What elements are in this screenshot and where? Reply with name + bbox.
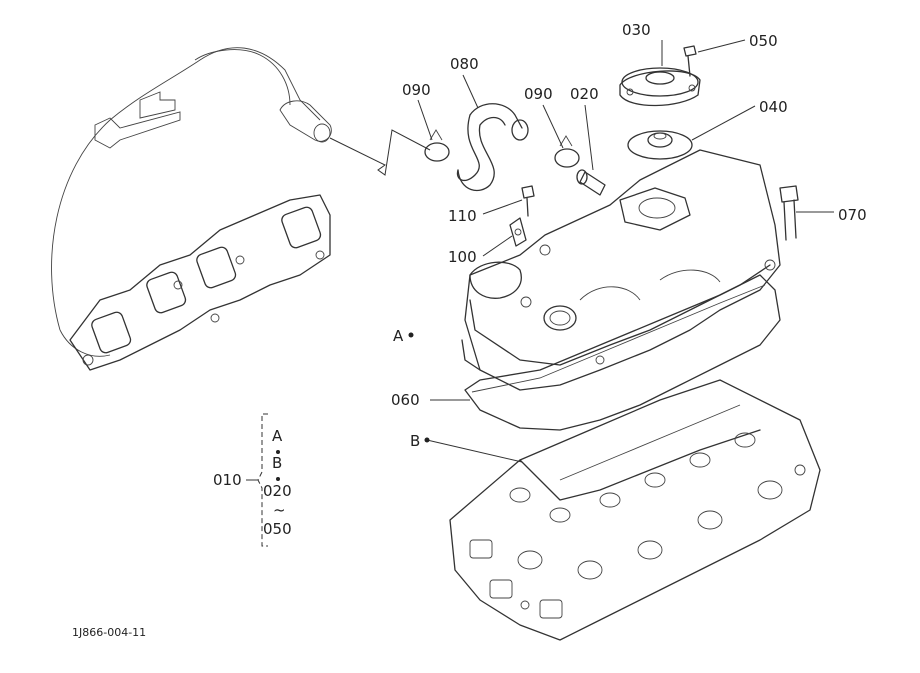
kit-dot-2 — [276, 477, 280, 481]
callout-040: 040 — [759, 98, 788, 116]
drawing-code: 1J866-004-11 — [72, 626, 146, 639]
cylinder-head — [449, 379, 821, 641]
breather-pipe — [576, 169, 606, 196]
valve-cover — [461, 149, 781, 391]
breather-cover — [619, 67, 701, 107]
callout-050: 050 — [749, 32, 778, 50]
bolt-050 — [683, 45, 697, 77]
kit-item-b: B — [272, 454, 282, 472]
callout-070: 070 — [838, 206, 867, 224]
kit-item-020: 020 — [263, 482, 292, 500]
callout-030: 030 — [622, 21, 651, 39]
cover-gasket — [464, 274, 781, 431]
bracket-100 — [509, 217, 527, 247]
kit-dot-1 — [276, 450, 280, 454]
kit-group: A B 020 ~ 050 — [246, 413, 292, 547]
callout-a: A — [393, 327, 404, 345]
callout-010: 010 — [213, 471, 242, 489]
callout-090-right: 090 — [524, 85, 553, 103]
callout-060: 060 — [391, 391, 420, 409]
callout-080: 080 — [450, 55, 479, 73]
callout-110: 110 — [448, 207, 477, 225]
kit-range-tilde: ~ — [273, 501, 286, 519]
hose-clip-left — [424, 129, 450, 162]
point-b-marker — [424, 437, 430, 443]
kit-item-050: 050 — [263, 520, 292, 538]
callout-labels: 030 050 080 090 090 020 040 110 070 100 … — [213, 21, 867, 489]
leader-lines — [408, 39, 834, 463]
callout-090-left: 090 — [402, 81, 431, 99]
breather-hose — [456, 103, 529, 192]
callout-020: 020 — [570, 85, 599, 103]
exhaust-manifold — [51, 47, 431, 371]
hose-clip-right — [554, 135, 580, 168]
kit-item-a: A — [272, 427, 283, 445]
bolt-110 — [521, 185, 535, 217]
callout-b: B — [410, 432, 420, 450]
callout-100: 100 — [448, 248, 477, 266]
breather-seal — [627, 130, 693, 160]
point-a-marker — [408, 332, 414, 338]
bolt-070 — [779, 185, 799, 241]
